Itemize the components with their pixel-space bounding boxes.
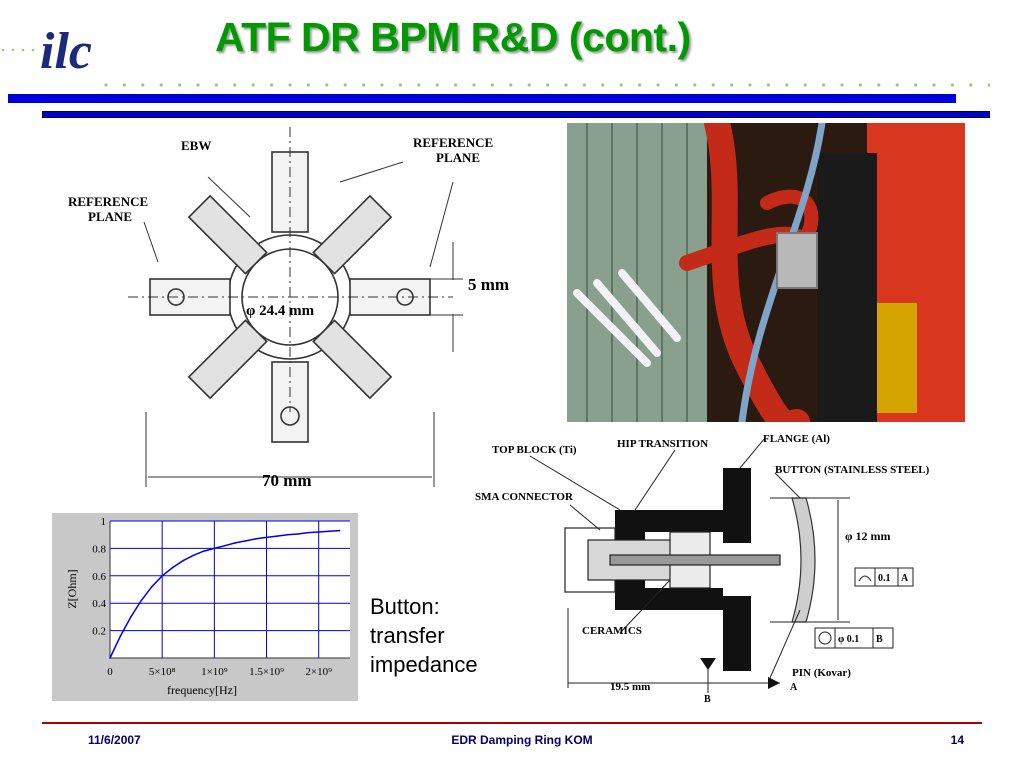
data-point bbox=[244, 540, 247, 542]
footer-rule bbox=[42, 722, 982, 724]
data-point bbox=[338, 529, 341, 532]
data-point bbox=[203, 550, 205, 552]
label-reference-plane-right: REFERENCE bbox=[413, 135, 493, 150]
x-tick-label: 1×10⁹ bbox=[201, 666, 228, 678]
x-tick-label: 2×10⁹ bbox=[305, 666, 332, 678]
footer-page-number: 14 bbox=[950, 733, 964, 747]
data-point bbox=[317, 531, 320, 533]
x-axis-ticks: 0 5×10⁸ 1×10⁹ 1.5×10⁹ 2×10⁹ bbox=[107, 666, 332, 678]
chart-grid bbox=[110, 520, 350, 658]
data-point bbox=[265, 536, 268, 539]
bpm-installation-photo bbox=[567, 123, 965, 422]
data-point bbox=[307, 531, 310, 534]
logo-text: ilc bbox=[40, 23, 92, 80]
label-diameter: φ 24.4 mm bbox=[246, 303, 315, 319]
label-datum-b: B bbox=[876, 634, 883, 645]
caption-line-2: transfer bbox=[370, 623, 445, 648]
transfer-impedance-chart: 0.2 0.4 0.6 0.8 1 0 5×10⁸ 1×10⁹ 1.5×10⁹ 2×10⁹ fr… bbox=[52, 513, 358, 701]
data-point bbox=[161, 575, 163, 577]
datum-a-triangle bbox=[768, 677, 780, 689]
datum-b-triangle bbox=[700, 658, 716, 670]
chart-axes bbox=[109, 521, 350, 659]
label-datum-b-mark: B bbox=[704, 694, 711, 705]
decorative-dots-left bbox=[1, 48, 35, 52]
chart-ylabel: Z[Ohm] bbox=[65, 569, 79, 608]
button-dimension-lines bbox=[529, 437, 850, 693]
data-point bbox=[192, 554, 195, 557]
y-axis-ticks: 0.2 0.4 0.6 0.8 1 bbox=[92, 516, 106, 638]
y-tick-label: 0.4 bbox=[92, 598, 106, 610]
y-tick-label: 0.6 bbox=[92, 571, 106, 583]
data-point bbox=[130, 616, 132, 618]
centerlines bbox=[128, 127, 453, 412]
caption-line-3: impedance bbox=[370, 652, 478, 677]
label-top-block: TOP BLOCK (Ti) bbox=[492, 444, 577, 456]
label-button: BUTTON (STAINLESS STEEL) bbox=[775, 464, 930, 476]
chart-series bbox=[109, 529, 341, 659]
data-point bbox=[286, 533, 289, 536]
label-position-tolerance: φ 0.1 bbox=[838, 634, 859, 645]
header-rule bbox=[8, 94, 956, 103]
label-ceramics: CERAMICS bbox=[582, 625, 642, 637]
data-point bbox=[234, 542, 237, 544]
label-sma-connector: SMA CONNECTOR bbox=[475, 491, 574, 503]
label-plane-left: PLANE bbox=[88, 209, 132, 224]
data-point bbox=[109, 657, 111, 659]
data-point bbox=[276, 535, 278, 537]
data-point bbox=[140, 599, 143, 602]
data-point bbox=[182, 559, 184, 562]
label-length: 19.5 mm bbox=[610, 681, 650, 693]
label-pin: PIN (Kovar) bbox=[792, 667, 851, 679]
chart-xlabel: frequency[Hz] bbox=[167, 683, 237, 697]
plot-caption: Button: transfer impedance bbox=[370, 592, 530, 679]
label-plane-right: PLANE bbox=[436, 150, 480, 165]
bpm-cross-section-diagram: EBW REFERENCE PLANE REFERENCE PLANE φ 24… bbox=[58, 122, 538, 507]
label-ebw: EBW bbox=[181, 138, 211, 153]
data-point bbox=[171, 566, 174, 569]
x-tick-label: 1.5×10⁹ bbox=[249, 666, 284, 678]
slide-title: ATF DR BPM R&D (cont.) bbox=[215, 14, 691, 60]
label-datum-a: A bbox=[901, 573, 909, 584]
data-point bbox=[213, 547, 216, 550]
label-flange: FLANGE (Al) bbox=[763, 433, 830, 445]
label-hip-transition: HIP TRANSITION bbox=[617, 438, 708, 450]
y-tick-label: 1 bbox=[101, 516, 107, 528]
label-button-diameter: φ 12 mm bbox=[845, 529, 890, 543]
decorative-dots-top bbox=[104, 83, 990, 87]
gdt-frames bbox=[814, 567, 914, 649]
label-reference-plane-left: REFERENCE bbox=[68, 194, 148, 209]
ilc-logo: ilc bbox=[38, 12, 100, 85]
data-point bbox=[255, 538, 257, 540]
data-point bbox=[297, 533, 299, 535]
header-rule-secondary bbox=[42, 111, 990, 118]
y-tick-label: 0.8 bbox=[92, 543, 106, 555]
plot-area bbox=[110, 521, 350, 658]
caption-line-1: Button: bbox=[370, 594, 440, 619]
data-point bbox=[150, 585, 153, 588]
flange bbox=[723, 468, 751, 671]
dimension-lines bbox=[143, 161, 463, 487]
footer-date: 11/6/2007 bbox=[88, 733, 141, 747]
x-tick-label: 5×10⁸ bbox=[149, 666, 176, 678]
data-point bbox=[328, 530, 330, 533]
label-width: 70 mm bbox=[262, 471, 312, 490]
y-tick-label: 0.2 bbox=[92, 626, 106, 638]
label-gap: 5 mm bbox=[468, 275, 509, 294]
x-tick-label: 0 bbox=[107, 666, 113, 678]
label-datum-a-mark: A bbox=[790, 682, 798, 693]
footer-title: EDR Damping Ring KOM bbox=[451, 733, 593, 747]
button-cross-section-diagram: TOP BLOCK (Ti) HIP TRANSITION FLANGE (Al… bbox=[470, 428, 980, 708]
data-point bbox=[223, 544, 226, 547]
label-profile-tolerance: 0.1 bbox=[878, 573, 891, 584]
connector-body bbox=[564, 527, 781, 593]
data-point bbox=[119, 635, 122, 637]
